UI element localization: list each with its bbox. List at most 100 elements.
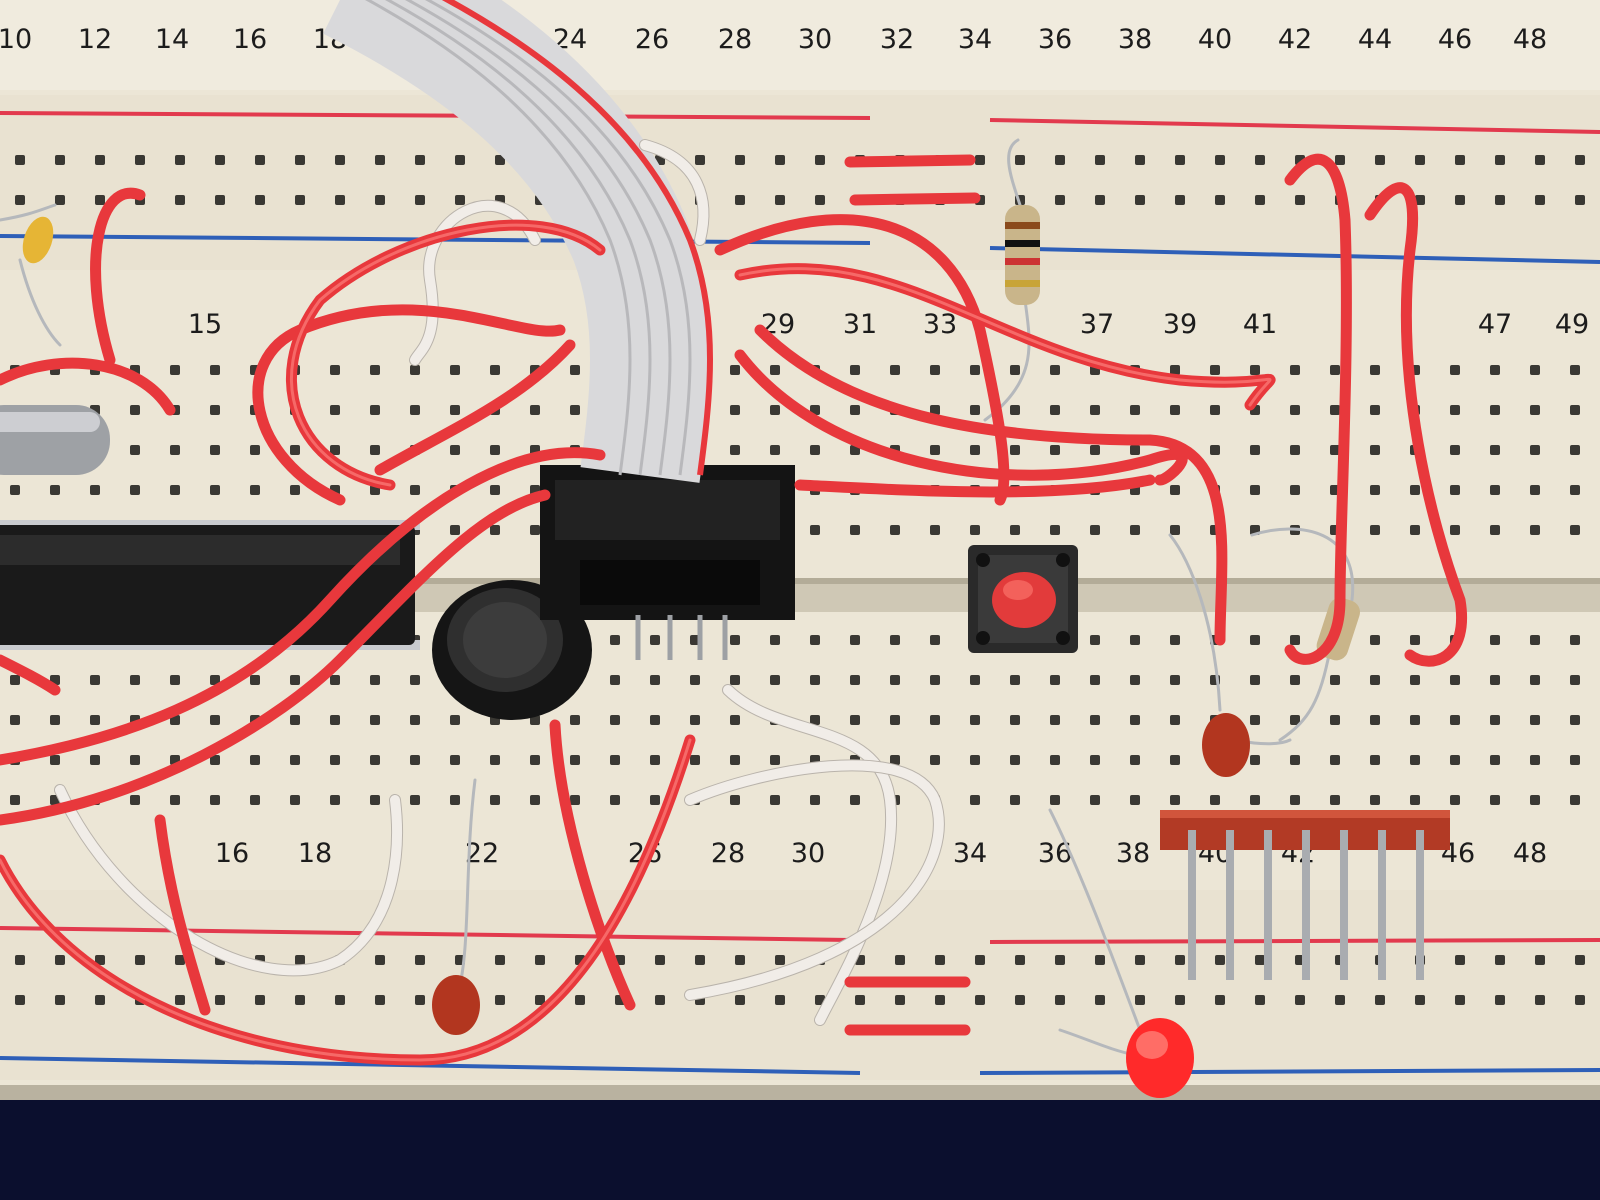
terminal-hole xyxy=(850,635,860,645)
terminal-hole xyxy=(570,795,580,805)
rail-hole xyxy=(1375,995,1385,1005)
rail-hole xyxy=(1055,195,1065,205)
top-rail-red-line-left xyxy=(0,111,871,120)
rail-hole xyxy=(895,955,905,965)
row-number-label: 16 xyxy=(233,24,267,55)
terminal-hole xyxy=(90,485,100,495)
terminal-hole xyxy=(1250,635,1260,645)
row-number-label: 31 xyxy=(843,309,877,340)
header-pin xyxy=(1416,830,1424,980)
terminal-hole xyxy=(1130,635,1140,645)
terminal-hole xyxy=(1010,525,1020,535)
terminal-hole xyxy=(1130,445,1140,455)
terminal-hole xyxy=(210,675,220,685)
bottom-rail-red-line-left xyxy=(0,926,851,942)
terminal-hole xyxy=(370,365,380,375)
rail-hole xyxy=(735,155,745,165)
terminal-hole xyxy=(1050,445,1060,455)
rail-hole xyxy=(135,155,145,165)
terminal-hole xyxy=(1170,675,1180,685)
terminal-hole xyxy=(370,715,380,725)
terminal-hole xyxy=(1130,755,1140,765)
terminal-hole xyxy=(650,795,660,805)
terminal-hole xyxy=(530,405,540,415)
rail-hole xyxy=(1255,155,1265,165)
terminal-hole xyxy=(250,755,260,765)
rail-hole xyxy=(975,955,985,965)
terminal-hole xyxy=(850,715,860,725)
rail-hole xyxy=(255,995,265,1005)
rail-hole xyxy=(1135,995,1145,1005)
terminal-hole xyxy=(1010,795,1020,805)
terminal-hole xyxy=(210,485,220,495)
terminal-hole xyxy=(1290,405,1300,415)
terminal-hole xyxy=(650,755,660,765)
terminal-hole xyxy=(730,675,740,685)
rail-hole xyxy=(175,195,185,205)
rail-hole xyxy=(1055,995,1065,1005)
rail-hole xyxy=(1535,195,1545,205)
terminal-hole xyxy=(730,365,740,375)
terminal-hole xyxy=(130,445,140,455)
rail-hole xyxy=(935,995,945,1005)
terminal-hole xyxy=(1250,485,1260,495)
terminal-hole xyxy=(1250,445,1260,455)
terminal-hole xyxy=(1170,405,1180,415)
terminal-hole xyxy=(1410,715,1420,725)
terminal-hole xyxy=(1490,485,1500,495)
terminal-hole xyxy=(410,715,420,725)
terminal-hole xyxy=(450,365,460,375)
red-led xyxy=(1048,808,1194,1098)
rail-hole xyxy=(975,155,985,165)
terminal-hole xyxy=(970,365,980,375)
row-number-label: 12 xyxy=(78,24,112,55)
ceramic-capacitor-top-left xyxy=(0,203,62,347)
terminal-hole xyxy=(1410,635,1420,645)
rail-hole xyxy=(775,955,785,965)
terminal-hole xyxy=(1170,795,1180,805)
terminal-hole xyxy=(1170,715,1180,725)
rail-hole xyxy=(1215,995,1225,1005)
terminal-hole xyxy=(1210,365,1220,375)
rail-hole xyxy=(15,995,25,1005)
rail-hole xyxy=(575,995,585,1005)
terminal-hole xyxy=(1410,795,1420,805)
terminal-hole xyxy=(1210,405,1220,415)
rail-hole xyxy=(735,995,745,1005)
terminal-hole xyxy=(490,525,500,535)
row-number-label: 46 xyxy=(1438,24,1472,55)
rail-hole xyxy=(495,995,505,1005)
rail-hole xyxy=(1175,995,1185,1005)
terminal-hole xyxy=(1450,405,1460,415)
table-surface xyxy=(0,1100,1600,1200)
rail-hole xyxy=(135,955,145,965)
terminal-hole xyxy=(1090,635,1100,645)
rail-hole xyxy=(1575,195,1585,205)
terminal-hole xyxy=(330,715,340,725)
terminal-hole xyxy=(1250,365,1260,375)
rail-hole xyxy=(895,995,905,1005)
rail-hole xyxy=(15,155,25,165)
row-number-label: 36 xyxy=(1038,24,1072,55)
terminal-hole xyxy=(290,675,300,685)
terminal-hole xyxy=(1010,755,1020,765)
terminal-hole xyxy=(290,715,300,725)
terminal-hole xyxy=(90,755,100,765)
terminal-hole xyxy=(890,365,900,375)
terminal-hole xyxy=(490,365,500,375)
terminal-hole xyxy=(130,675,140,685)
terminal-hole xyxy=(1130,675,1140,685)
terminal-hole xyxy=(10,795,20,805)
rail-hole xyxy=(1455,195,1465,205)
terminal-hole xyxy=(50,755,60,765)
terminal-hole xyxy=(450,795,460,805)
terminal-hole xyxy=(1210,445,1220,455)
terminal-hole xyxy=(730,715,740,725)
rail-hole xyxy=(335,995,345,1005)
terminal-hole xyxy=(1090,405,1100,415)
rail-hole xyxy=(215,195,225,205)
terminal-hole xyxy=(1290,755,1300,765)
rail-hole xyxy=(255,155,265,165)
